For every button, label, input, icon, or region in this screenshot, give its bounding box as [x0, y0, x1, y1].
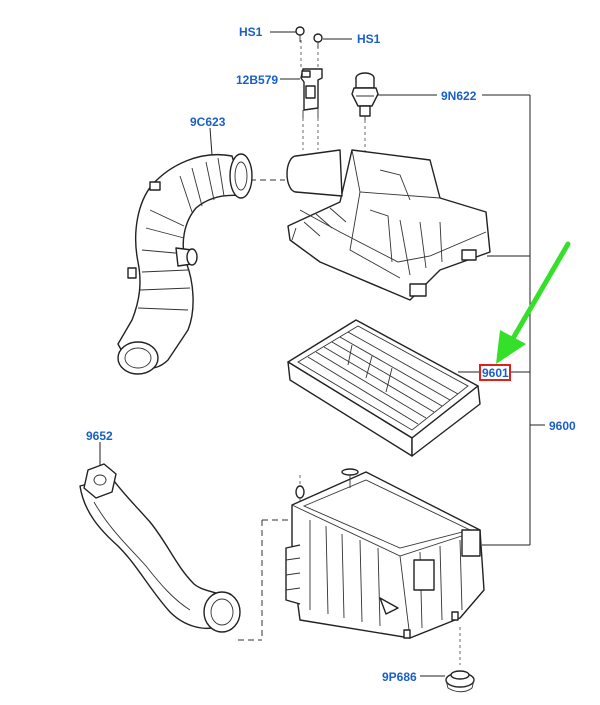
label-9n622: 9N622: [441, 89, 477, 103]
sensor-12b579: [300, 68, 323, 118]
label-hs1-right: HS1: [357, 32, 381, 46]
label-9600: 9600: [549, 419, 576, 433]
airbox-lower-9600: [285, 468, 485, 639]
screw-hs1-left: [295, 26, 305, 42]
valve-9n622: [351, 72, 379, 120]
duct-9652: [79, 463, 241, 633]
airbox-cover: [286, 149, 491, 301]
part-labels: HS1 HS1 12B579 9N622 9C623 9601 9600 965…: [86, 25, 576, 684]
leader-lines: [99, 31, 545, 677]
label-9p686: 9P686: [382, 670, 417, 684]
highlight-box-9601: [479, 364, 511, 381]
screw-hs1-right: [313, 33, 323, 48]
hose-9c623: [117, 153, 253, 375]
label-hs1-left: HS1: [239, 25, 263, 39]
label-12b579: 12B579: [236, 73, 278, 87]
label-9c623: 9C623: [190, 115, 226, 129]
label-9601: 9601: [482, 366, 509, 380]
grommet-9p686: [445, 670, 475, 693]
green-arrow: [496, 241, 571, 364]
filter-pleats: [307, 331, 459, 425]
filter-9601: [287, 319, 481, 457]
label-9652: 9652: [86, 429, 113, 443]
